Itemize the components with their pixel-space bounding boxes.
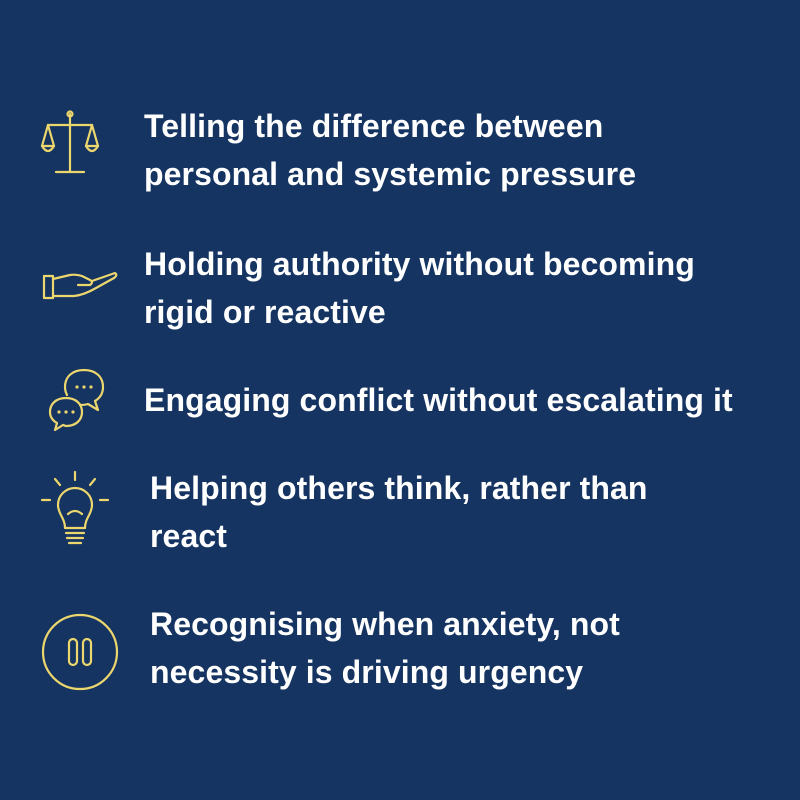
item-line: Holding authority without becoming [144,246,695,282]
item-line: rigid or reactive [144,294,386,330]
item-text: Helping others think, rather than react [150,464,648,560]
item-line: Helping others think, rather than [150,470,648,506]
chat-bubbles-icon [46,366,106,432]
item-line: Recognising when anxiety, not [150,606,620,642]
item-line: Engaging conflict without escalating it [144,382,733,418]
item-line: personal and systemic pressure [144,156,637,192]
item-text: Telling the difference between personal … [144,102,636,198]
item-text: Recognising when anxiety, not necessity … [150,600,620,696]
item-line: react [150,518,227,554]
item-line: necessity is driving urgency [150,654,584,690]
item-text: Engaging conflict without escalating it [144,376,733,424]
item-line: Telling the difference between [144,108,604,144]
item-text: Holding authority without becoming rigid… [144,240,695,336]
pause-icon [40,612,120,692]
lightbulb-icon [38,470,112,550]
open-hand-icon [40,266,122,306]
scales-icon [40,108,100,180]
